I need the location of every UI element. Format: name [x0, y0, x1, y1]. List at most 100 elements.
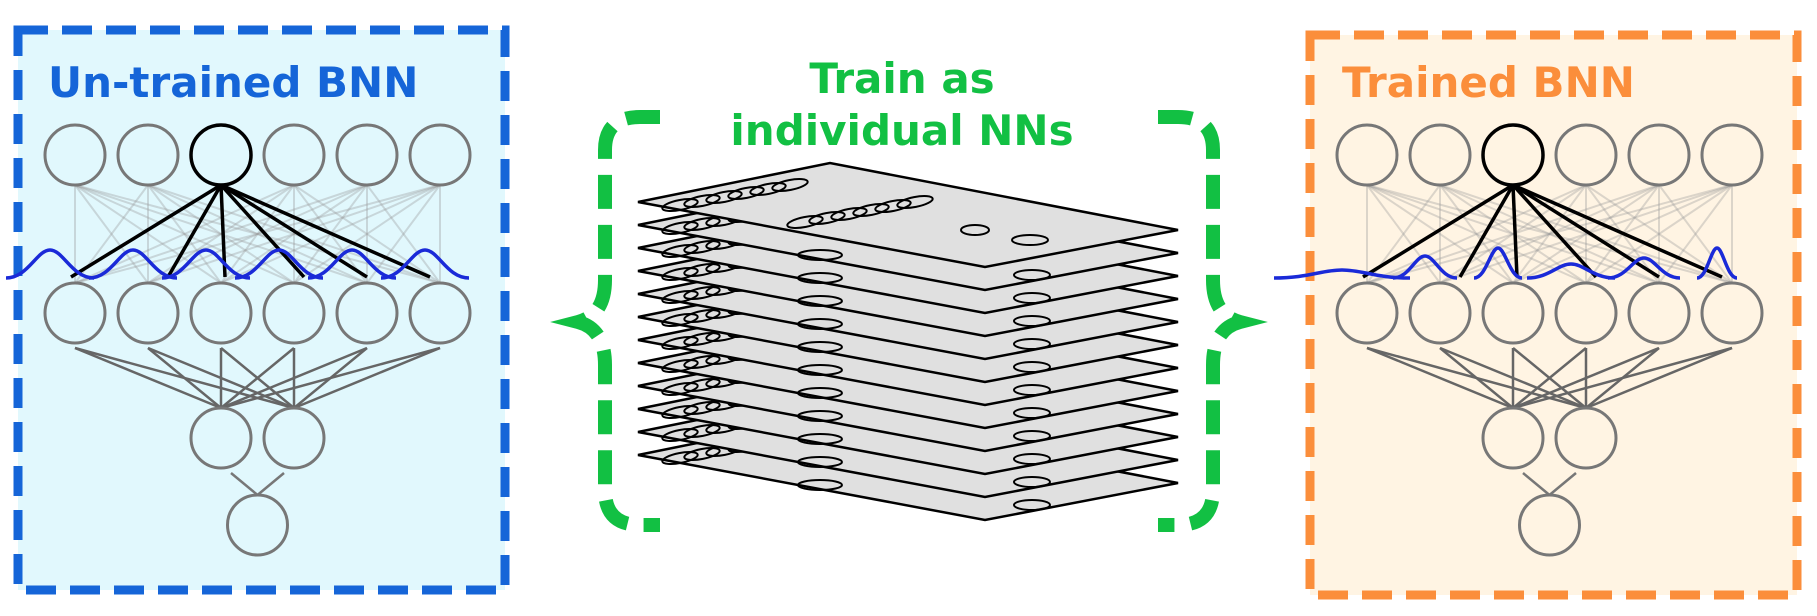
neuron-loop [683, 309, 721, 323]
faint-connection [366, 184, 441, 284]
weight-distribution-curve [1273, 268, 1411, 280]
hidden-node [1700, 281, 1764, 345]
weight-distribution-curve [1696, 246, 1738, 280]
untrained-panel-frame [13, 25, 510, 595]
weight-connection [166, 184, 223, 278]
weight-distribution-curve [1473, 246, 1523, 280]
neuron-loop [830, 207, 868, 221]
faint-connection [293, 184, 441, 284]
weight-connection [1511, 184, 1519, 278]
hidden-node [189, 281, 253, 345]
untrained-network [5, 123, 472, 557]
network-copies-stack [637, 161, 1179, 522]
hidden-node [262, 281, 326, 345]
faint-connection [1439, 184, 1514, 284]
neuron-loop [786, 215, 824, 229]
neuron-loop [1013, 384, 1051, 396]
neuron-loop [771, 178, 809, 192]
neuron-loop [797, 410, 843, 422]
neuron-loop [808, 211, 846, 225]
weight-distribution-curve [1526, 262, 1616, 280]
hidden-connection [220, 346, 441, 410]
faint-connection [74, 184, 441, 284]
neuron-loop [705, 190, 743, 204]
faint-connection [1439, 184, 1733, 284]
weight-connection [1512, 183, 1723, 279]
neuron-loop [683, 240, 721, 254]
neuron-loop [661, 290, 699, 304]
neuron-loop [797, 387, 843, 399]
trained-panel-title: Trained BNN [1342, 58, 1635, 107]
faint-connection [1366, 184, 1733, 284]
neuron-loop [683, 194, 721, 208]
neuron-loop [683, 447, 721, 461]
hidden-connection [1585, 346, 1733, 410]
input-node [1408, 123, 1472, 187]
highlighted-input-node [1481, 123, 1545, 187]
neuron-loop [661, 428, 699, 442]
input-node [262, 123, 326, 187]
faint-connection [1658, 184, 1733, 284]
neuron-loop [683, 217, 721, 231]
neuron-loop [852, 203, 890, 217]
faint-connection [1366, 184, 1660, 284]
faint-connection [1439, 184, 1660, 284]
hidden-connection [147, 347, 222, 409]
neuron-loop [1013, 361, 1051, 373]
faint-connection [74, 184, 368, 284]
weight-distribution-curve [380, 248, 470, 280]
hidden-node [1408, 281, 1472, 345]
neuron-loop [661, 198, 699, 212]
weight-distribution-curve [5, 248, 95, 280]
hidden-node [116, 281, 180, 345]
trained-network [1273, 123, 1764, 557]
faint-connection [220, 184, 368, 284]
hidden-node [1627, 281, 1691, 345]
hidden-connection [1439, 347, 1514, 409]
output-connection [256, 472, 285, 496]
input-node [43, 123, 107, 187]
hidden-connection [1512, 346, 1660, 410]
hidden-connection [1366, 346, 1514, 410]
hidden-node [262, 406, 326, 470]
hidden-node [1481, 406, 1545, 470]
neuron-loop [1013, 269, 1051, 281]
faint-connection [1512, 184, 1660, 284]
neuron-loop [683, 263, 721, 277]
neuron-loop [683, 401, 721, 415]
neuron-loop [797, 272, 843, 284]
faint-connection [366, 184, 441, 284]
untrained-bnn-panel: Un-trained BNN [5, 25, 510, 595]
faint-connection [74, 184, 368, 284]
neuron-loop [797, 295, 843, 307]
neuron-loop [683, 355, 721, 369]
neuron-loop [1013, 476, 1051, 488]
hidden-node [43, 281, 107, 345]
right-brace [1158, 110, 1268, 532]
weight-distribution-curve [1392, 254, 1458, 280]
output-connection [1522, 472, 1551, 496]
faint-connection [1658, 184, 1733, 284]
weight-distribution-curve [307, 248, 397, 280]
neuron-loop [797, 249, 843, 261]
neuron-loop [683, 378, 721, 392]
faint-connection [1366, 184, 1660, 284]
trained-panel-frame [1305, 30, 1802, 600]
faint-connection [1366, 184, 1587, 284]
caption-line-2: individual NNs [730, 106, 1073, 155]
weight-distribution-curve [88, 248, 178, 280]
neuron-loop [1013, 407, 1051, 419]
faint-connection [74, 184, 149, 284]
trained-bnn-panel: Trained BNN [1273, 30, 1802, 600]
hidden-node [189, 406, 253, 470]
hidden-connection [293, 346, 441, 410]
neuron-loop [661, 382, 699, 396]
faint-connection [1366, 184, 1733, 284]
neuron-loop [797, 479, 843, 491]
faint-connection [1366, 184, 1514, 284]
faint-connection [147, 184, 295, 284]
neuron-loop [661, 405, 699, 419]
neuron-loop [661, 267, 699, 281]
neuron-loop [797, 456, 843, 468]
weight-connection [1362, 183, 1514, 279]
